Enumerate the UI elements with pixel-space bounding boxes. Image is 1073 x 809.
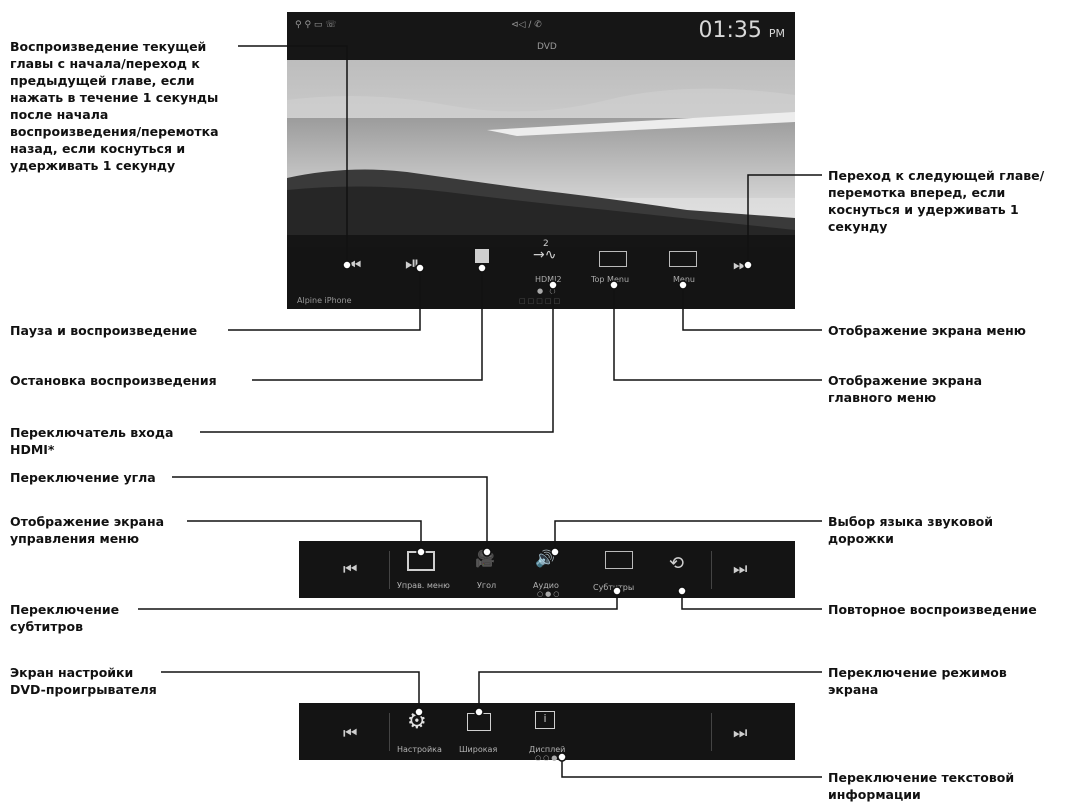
menu-control-label: Управ. меню xyxy=(397,581,450,590)
display-label: Дисплей xyxy=(529,745,566,754)
next-chapter-button[interactable]: ⏭ xyxy=(733,255,747,275)
audio-button[interactable]: 🔊 xyxy=(535,549,555,568)
playback-bar-page3: ⏮ ⚙ Настройка Широкая i Дисплей ○○● ⏭ xyxy=(299,703,795,762)
playback-controls-bar: ⏮ ⏯ 2 →∿ HDMI2 Top Menu Menu ⏭ ● ○ □□□□□… xyxy=(287,235,795,309)
hdmi-number: 2 xyxy=(543,239,549,249)
hdmi-switch-button[interactable]: 2 →∿ xyxy=(533,239,573,279)
divider xyxy=(389,713,390,751)
playback-bar-page2: ⏮ Управ. меню 🎥 Угол 🔊 Аудио ○●○ Субтитр… xyxy=(299,541,795,598)
annotation-hdmi-switch: Переключатель входа HDMI* xyxy=(10,425,174,457)
skip-back-icon: ⏮ xyxy=(347,255,362,274)
source-device: Alpine iPhone xyxy=(297,296,352,305)
subtitles-label: Субтитры xyxy=(593,583,635,592)
divider xyxy=(711,551,712,589)
status-audio-indicator: ⊲◁ / ✆ xyxy=(511,20,542,30)
speaker-icon: 🔊 xyxy=(535,549,555,568)
angle-label: Угол xyxy=(477,581,497,590)
annotation-angle-switch: Переключение угла xyxy=(10,470,156,485)
hdmi-icon: →∿ xyxy=(533,247,557,263)
menu-button[interactable] xyxy=(669,251,697,267)
stop-button[interactable] xyxy=(475,249,489,263)
skip-forward-icon: ⏭ xyxy=(733,255,748,274)
source-title: DVD xyxy=(537,42,557,52)
annotation-screen-mode: Переключение режимов экрана xyxy=(828,665,1007,697)
repeat-icon: ⟲ xyxy=(669,553,685,574)
status-icons: ⚲ ⚲ ▭ ☏ xyxy=(295,20,337,30)
annotation-menu-control: Отображение экрана управления меню xyxy=(10,514,165,546)
skip-back-icon: ⏮ xyxy=(343,559,358,578)
video-frame[interactable] xyxy=(287,60,795,247)
page-indicator-3: ○○● xyxy=(535,754,560,762)
skip-forward-icon: ⏭ xyxy=(733,723,748,742)
annotation-repeat: Повторное воспроизведение xyxy=(828,602,1037,617)
hdmi-label: HDMI2 xyxy=(535,275,562,284)
annotation-prev-chapter: Воспроизведение текущей главы с начала/п… xyxy=(10,39,219,173)
dvd-screen: ⚲ ⚲ ▭ ☏ ⊲◁ / ✆ DVD 01:35 PM xyxy=(287,12,795,309)
annotation-next-chapter: Переход к следующей главе/ перемотка впе… xyxy=(828,168,1045,234)
menu-label: Menu xyxy=(673,275,695,284)
audio-label: Аудио xyxy=(533,581,559,590)
clock: 01:35 PM xyxy=(698,18,785,43)
skip-back-icon: ⏮ xyxy=(343,723,358,742)
setup-label: Настройка xyxy=(397,745,442,754)
next-chapter-button-2[interactable]: ⏭ xyxy=(733,559,747,579)
info-icon: i xyxy=(543,712,547,725)
divider xyxy=(389,551,390,589)
top-menu-button[interactable] xyxy=(599,251,627,267)
annotation-pause-play: Пауза и воспроизведение xyxy=(10,323,198,338)
annotation-dvd-setup: Экран настройки DVD-проигрывателя xyxy=(10,665,157,697)
annotation-top-menu-screen: Отображение экрана главного меню xyxy=(828,373,983,405)
next-chapter-button-3[interactable]: ⏭ xyxy=(733,723,747,743)
clock-ampm: PM xyxy=(768,27,785,40)
status-bar: ⚲ ⚲ ▭ ☏ ⊲◁ / ✆ DVD 01:35 PM xyxy=(287,12,795,60)
display-button[interactable]: i xyxy=(535,711,555,729)
page-dots: □□□□□ xyxy=(519,297,563,305)
subtitles-button[interactable] xyxy=(605,551,633,569)
annotation-subtitles-switch: Переключение субтитров xyxy=(10,602,120,634)
top-menu-label: Top Menu xyxy=(591,275,630,284)
annotation-text-info: Переключение текстовой информации xyxy=(828,770,1015,802)
divider xyxy=(711,713,712,751)
page-indicator-2: ○●○ xyxy=(537,590,562,598)
annotation-menu-screen: Отображение экрана меню xyxy=(828,323,1026,338)
video-picture xyxy=(287,60,795,247)
annotation-stop: Остановка воспроизведения xyxy=(10,373,217,388)
page-indicator: ● ○ xyxy=(537,287,558,295)
wide-label: Широкая xyxy=(459,745,498,754)
annotation-audio-language: Выбор языка звуковой дорожки xyxy=(828,514,993,546)
prev-chapter-button[interactable]: ⏮ xyxy=(347,255,361,275)
clock-time: 01:35 xyxy=(698,18,762,43)
prev-chapter-button-2[interactable]: ⏮ xyxy=(343,559,357,579)
prev-chapter-button-3[interactable]: ⏮ xyxy=(343,723,357,743)
skip-forward-icon: ⏭ xyxy=(733,559,748,578)
repeat-button[interactable]: ⟲ xyxy=(669,553,684,574)
